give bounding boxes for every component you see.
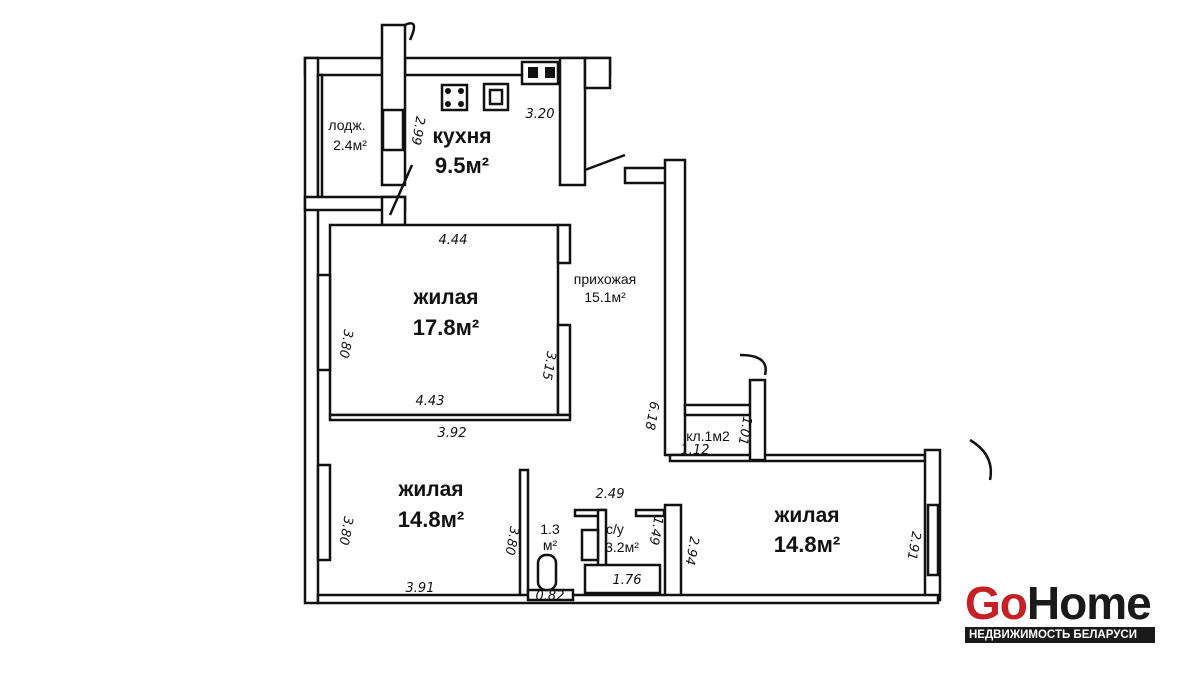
- dimension-label: 3.91: [406, 581, 435, 596]
- toilet-icon: [536, 553, 558, 592]
- room-name-living-3: жилая: [773, 504, 839, 527]
- dimension-label: 6.18: [642, 400, 662, 431]
- dimension-label: 3.80: [502, 525, 522, 556]
- vent-shaft-icon: [520, 60, 560, 86]
- room-name-loggia: лодж.: [328, 117, 365, 133]
- room-area-loggia: 2.4м²: [333, 137, 367, 153]
- dimension-label: 2.94: [682, 535, 702, 566]
- dimension-label: 1.01: [735, 415, 755, 446]
- dimension-labels: 3.20 2.99 4.44 3.80 3.15 4.43 3.92 3.80 …: [336, 107, 924, 604]
- entrance-door-arc: [404, 22, 416, 41]
- dimension-label: 1.12: [681, 443, 710, 458]
- sink-icon: [482, 82, 510, 112]
- dimension-label: 3.15: [539, 350, 559, 381]
- closet-door-arc: [739, 353, 767, 376]
- dimension-label: 4.43: [416, 394, 445, 409]
- room-name-wc: 1.3: [540, 521, 560, 537]
- logo-tagline: НЕДВИЖИМОСТЬ БЕЛАРУСИ: [965, 627, 1155, 643]
- dimension-label: 2.49: [596, 487, 625, 502]
- room-name-closet: кл.1м2: [686, 428, 730, 444]
- room-area-wc: м²: [543, 537, 558, 553]
- gohome-logo: GoHome НЕДВИЖИМОСТЬ БЕЛАРУСИ: [965, 580, 1155, 643]
- dimension-label: 2.99: [408, 115, 428, 146]
- kitchen-door: [584, 153, 626, 172]
- dimension-label: 2.91: [904, 530, 924, 561]
- stove-icon: [440, 83, 469, 112]
- logo-go: Go: [965, 577, 1028, 629]
- logo-brand: GoHome: [965, 580, 1155, 626]
- dimension-label: 1.49: [646, 515, 666, 546]
- loggia-door: [388, 164, 414, 216]
- dimension-label: 0.82: [536, 589, 565, 604]
- room-name-bath: с/у: [606, 521, 624, 537]
- dimension-label: 3.20: [526, 107, 555, 122]
- logo-home: Home: [1026, 577, 1152, 629]
- room-door-arc: [969, 438, 993, 481]
- room-name-living-2: жилая: [397, 478, 463, 501]
- room-area-living-3: 14.8м²: [774, 532, 840, 557]
- bathtub-icon: [583, 563, 662, 595]
- dimension-label: 3.80: [336, 328, 356, 359]
- dimension-label: 3.80: [336, 515, 356, 546]
- room-area-hall: 15.1м²: [584, 289, 626, 305]
- room-area-bath: 3.2м²: [605, 539, 639, 555]
- dimension-label: 3.92: [438, 426, 467, 441]
- room-area-living-1: 17.8м²: [413, 315, 479, 340]
- room-area-living-2: 14.8м²: [398, 507, 464, 532]
- room-name-kitchen: кухня: [432, 125, 491, 148]
- dimension-label: 1.76: [613, 573, 642, 588]
- room-name-hall: прихожая: [574, 271, 636, 287]
- washbasin-icon: [580, 528, 600, 562]
- room-name-living-1: жилая: [412, 286, 478, 309]
- dimension-label: 4.44: [439, 233, 468, 248]
- walls: [303, 23, 942, 605]
- room-area-kitchen: 9.5м²: [435, 153, 489, 178]
